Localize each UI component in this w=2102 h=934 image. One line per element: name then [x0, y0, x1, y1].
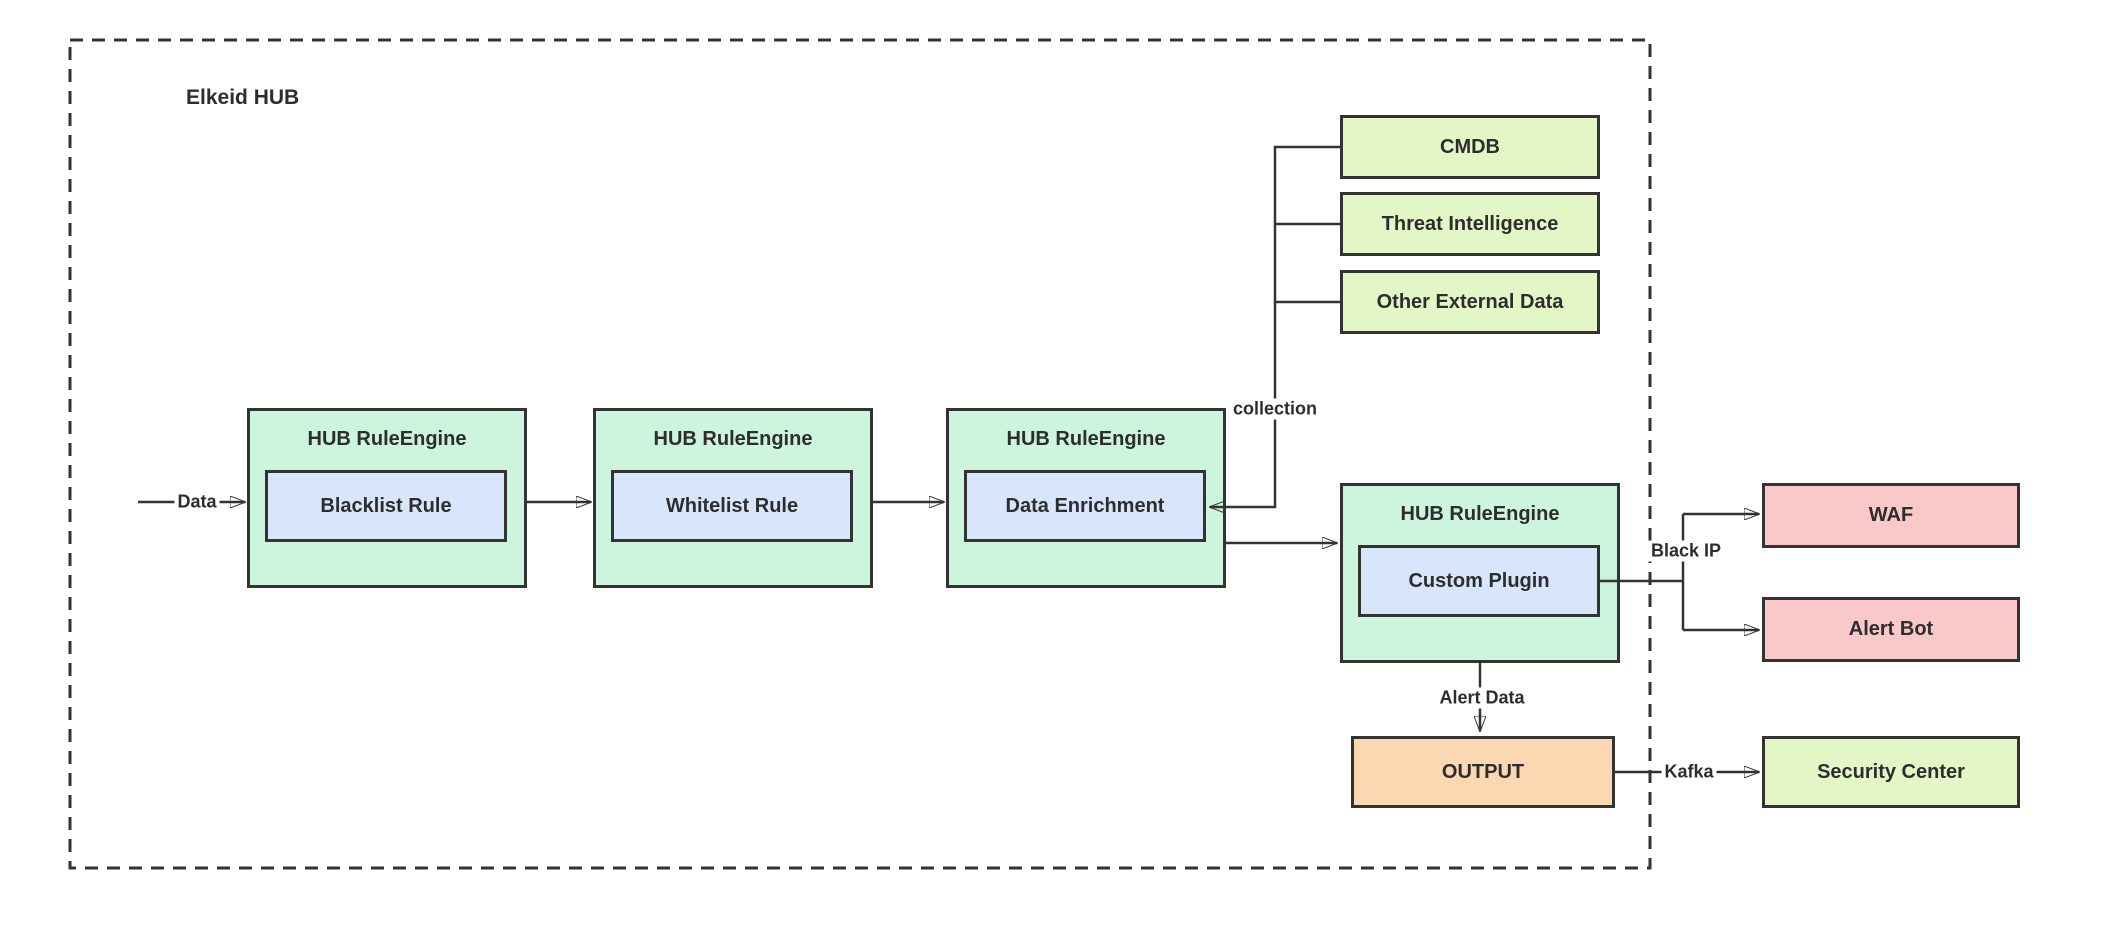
node-hub-ruleengine-2: HUB RuleEngine Whitelist Rule [593, 408, 873, 588]
node-data-enrichment: Data Enrichment [964, 470, 1206, 542]
node-blacklist-rule: Blacklist Rule [265, 470, 507, 542]
engine-title: HUB RuleEngine [1006, 428, 1166, 450]
node-other-external-data: Other External Data [1340, 270, 1600, 334]
engine-title: HUB RuleEngine [307, 428, 467, 450]
node-whitelist-rule: Whitelist Rule [611, 470, 853, 542]
node-waf: WAF [1762, 483, 2020, 548]
elkeid-hub-label: Elkeid HUB [186, 86, 300, 109]
edge-label-kafka: Kafka [1661, 761, 1717, 783]
node-threat-intelligence: Threat Intelligence [1340, 192, 1600, 256]
engine-title: HUB RuleEngine [653, 428, 813, 450]
node-hub-ruleengine-3: HUB RuleEngine Data Enrichment [946, 408, 1226, 588]
node-hub-ruleengine-4: HUB RuleEngine Custom Plugin [1340, 483, 1620, 663]
engine-title: HUB RuleEngine [1400, 503, 1560, 525]
node-alert-bot: Alert Bot [1762, 597, 2020, 662]
node-output: OUTPUT [1351, 736, 1615, 808]
node-cmdb: CMDB [1340, 115, 1600, 179]
edge-label-collection: collection [1229, 398, 1321, 420]
node-security-center: Security Center [1762, 736, 2020, 808]
edge-label-alert-data: Alert Data [1436, 687, 1528, 709]
node-hub-ruleengine-1: HUB RuleEngine Blacklist Rule [247, 408, 527, 588]
edge-collection-to-enrichment [1210, 145, 1340, 507]
node-custom-plugin: Custom Plugin [1358, 545, 1600, 617]
edge-label-black-ip: Black IP [1647, 540, 1725, 562]
edge-label-data: Data [174, 491, 220, 513]
